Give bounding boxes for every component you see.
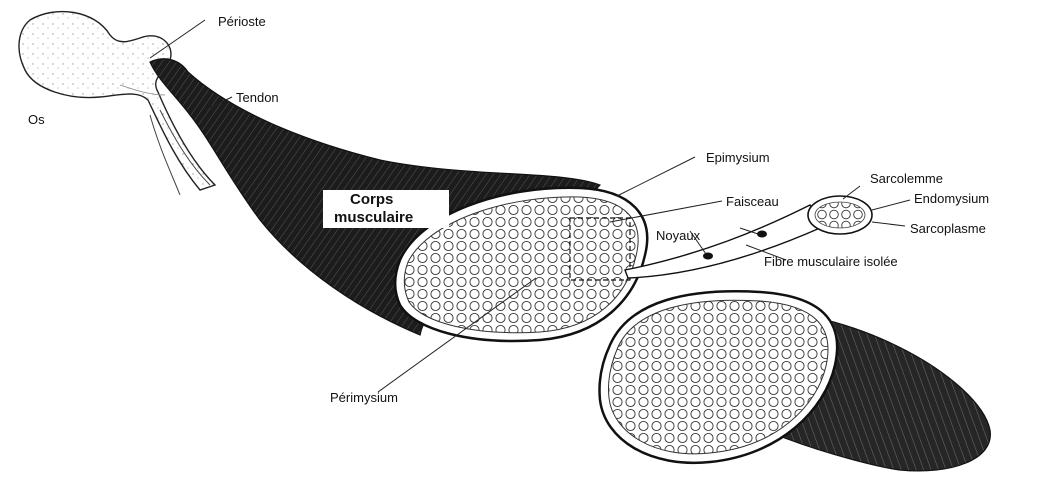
label-isolated-fiber: Fibre musculaire isolée — [764, 254, 898, 269]
label-nuclei: Noyaux — [656, 228, 701, 243]
label-tendon: Tendon — [236, 90, 279, 105]
fascicle-cross-section — [599, 291, 990, 471]
label-sarcoplasm: Sarcoplasme — [910, 221, 986, 236]
label-periosteum: Périoste — [218, 14, 266, 29]
nucleus-2 — [757, 231, 767, 238]
label-muscle-body-line2: musculaire — [334, 209, 413, 226]
label-fascicle: Faisceau — [726, 194, 779, 209]
label-muscle-body-line1: Corps — [350, 191, 393, 208]
label-epimysium: Epimysium — [706, 150, 770, 165]
nucleus-1 — [703, 253, 713, 260]
label-endomysium: Endomysium — [914, 191, 989, 206]
label-perimysium: Périmysium — [330, 390, 398, 405]
label-sarcolemma: Sarcolemme — [870, 171, 943, 186]
label-bone: Os — [28, 112, 45, 127]
